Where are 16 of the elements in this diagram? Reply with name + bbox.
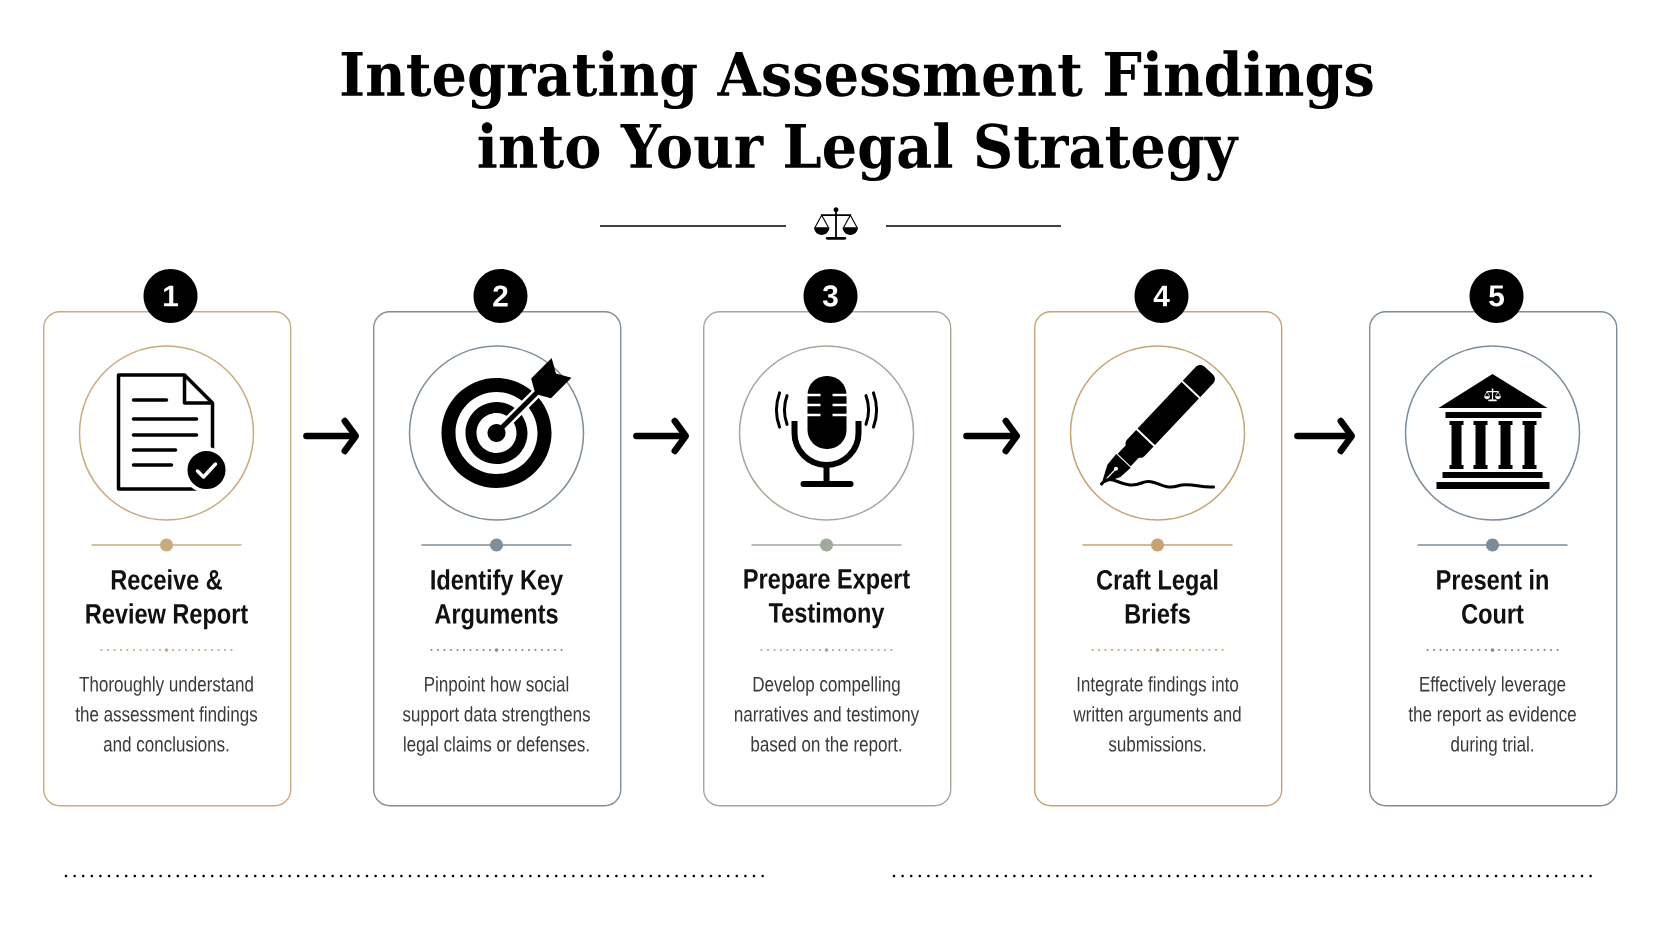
- step-number-badge: 1: [143, 269, 198, 323]
- step-description: Integrate findings into written arguments and submissions.: [1073, 676, 1241, 752]
- step-description: Develop compelling narratives and testimony based on the report.: [735, 676, 920, 756]
- step-heading: Receive & Review Report: [86, 569, 248, 630]
- step-number-badge: 4: [1134, 269, 1189, 323]
- step-number-badge: 5: [1469, 269, 1524, 323]
- step-description: Effectively leverage the report as evidence during trial.: [1408, 676, 1576, 756]
- step-number-badge: 2: [473, 269, 528, 323]
- step-heading: Identify Key Arguments: [431, 569, 563, 630]
- step-description: Pinpoint how social support data strengthens legal claims or defenses.: [402, 676, 590, 756]
- step-heading: Prepare Expert Testimony: [744, 569, 910, 629]
- step-heading: Craft Legal Briefs: [1097, 569, 1218, 624]
- step-number-badge: 3: [803, 269, 858, 323]
- step-heading: Present in Court: [1437, 569, 1548, 624]
- step-description: Thoroughly understand the assessment findings and conclusions.: [75, 676, 258, 752]
- title: Integrating Assessment Findings into Your Legal Strategy: [341, 50, 1373, 182]
